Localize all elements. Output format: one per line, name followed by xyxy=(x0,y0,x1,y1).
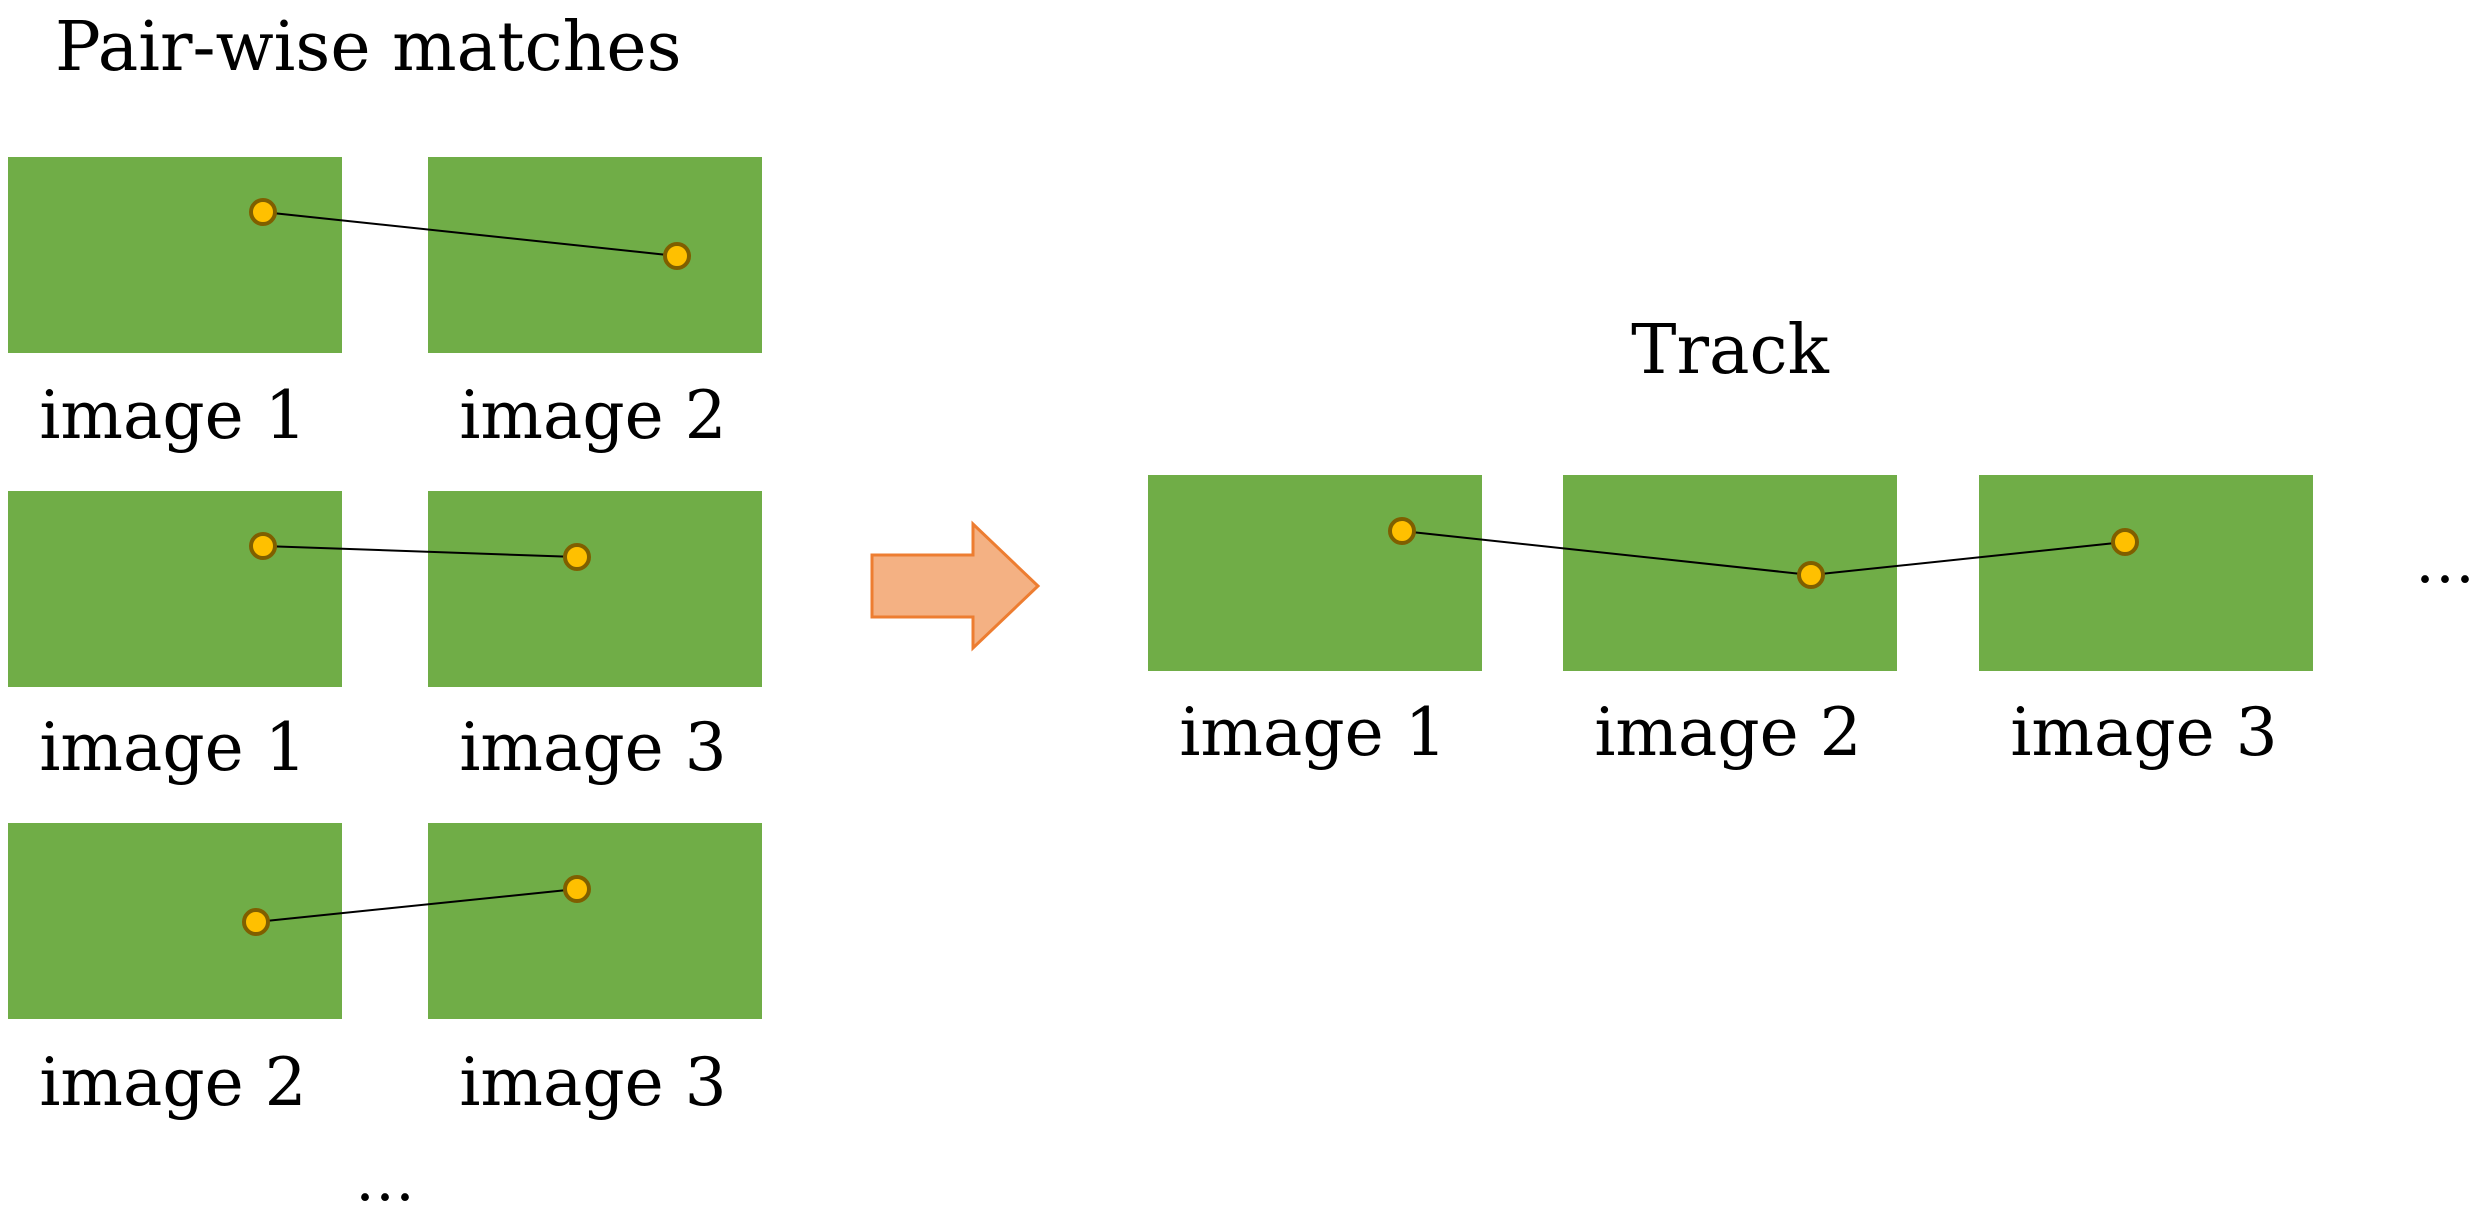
pair-2-right-label: image 3 xyxy=(459,709,726,786)
track-image-2 xyxy=(1563,475,1897,671)
pair-1-right-image xyxy=(428,157,762,353)
track-image-3 xyxy=(1979,475,2313,671)
track-image-2-label: image 2 xyxy=(1594,694,1861,771)
track-image-3-label: image 3 xyxy=(2010,694,2277,771)
pair-row-1: image 1 image 2 xyxy=(8,157,762,454)
pair-1-right-keypoint xyxy=(663,242,691,270)
pair-3-right-image xyxy=(428,823,762,1019)
track-ellipsis: … xyxy=(2415,527,2475,597)
pair-3-left-label: image 2 xyxy=(39,1044,306,1121)
pair-1-left-label: image 1 xyxy=(39,377,306,454)
pair-2-match-line xyxy=(262,545,578,558)
track-keypoint-1 xyxy=(1388,517,1416,545)
pair-2-right-keypoint xyxy=(563,543,591,571)
pair-3-right-keypoint xyxy=(563,875,591,903)
pair-2-left-label: image 1 xyxy=(39,709,306,786)
right-arrow-icon xyxy=(870,520,1041,652)
pair-3-right-label: image 3 xyxy=(459,1044,726,1121)
track-image-1-label: image 1 xyxy=(1179,694,1446,771)
pair-1-right-label: image 2 xyxy=(459,377,726,454)
track-row: image 1 image 2 image 3 xyxy=(1148,475,2313,771)
track-title: Track xyxy=(1631,311,1829,390)
pair-3-left-keypoint xyxy=(242,908,270,936)
pair-3-left-image xyxy=(8,823,342,1019)
pair-row-3: image 2 image 3 xyxy=(8,823,762,1121)
pair-row-2: image 1 image 3 xyxy=(8,491,762,786)
pair-1-match-line xyxy=(262,211,678,257)
track-image-1 xyxy=(1148,475,1482,671)
track-keypoint-2 xyxy=(1797,561,1825,589)
pair-2-right-image xyxy=(428,491,762,687)
pairs-ellipsis: … xyxy=(355,1145,415,1215)
pair-2-left-keypoint xyxy=(249,532,277,560)
pair-2-left-image xyxy=(8,491,342,687)
pair-3-match-line xyxy=(255,888,578,923)
pair-1-left-keypoint xyxy=(249,198,277,226)
pair-1-left-image xyxy=(8,157,342,353)
track-keypoint-3 xyxy=(2111,528,2139,556)
pairwise-title: Pair-wise matches xyxy=(55,8,682,87)
